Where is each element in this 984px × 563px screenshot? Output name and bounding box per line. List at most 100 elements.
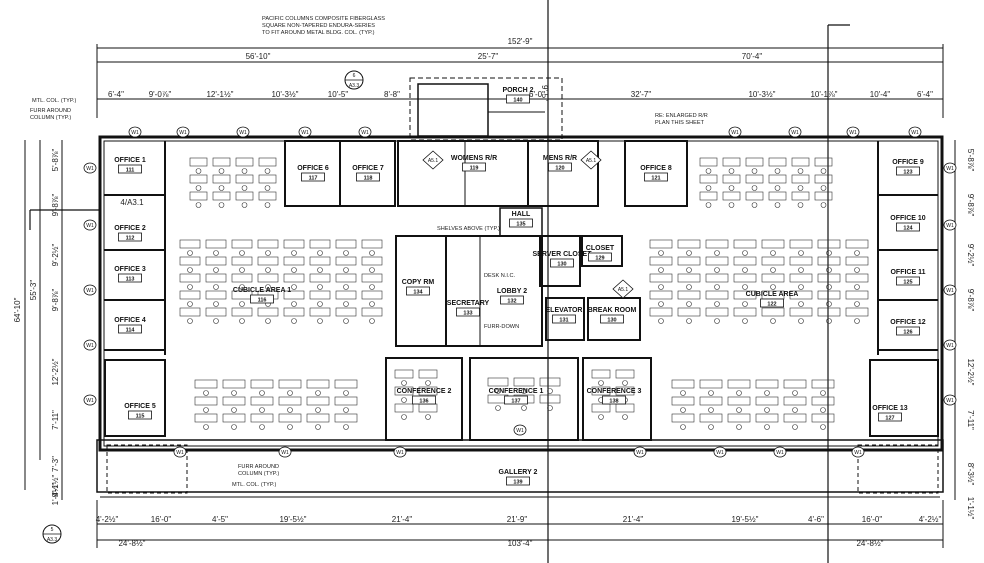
workstation	[335, 290, 357, 300]
workstation	[231, 256, 253, 266]
room-name-cubicle1: CUBICLE AREA 1	[233, 287, 291, 294]
workstation	[615, 369, 635, 379]
note-furr-bottom: COLUMN (TYP.)	[238, 471, 279, 477]
wall-type-tag	[278, 446, 292, 458]
workstation	[283, 256, 305, 266]
room-number-gallery2: 139	[513, 479, 522, 485]
workstation	[755, 379, 779, 389]
workstation	[179, 239, 201, 249]
chair	[317, 284, 323, 290]
workstation	[671, 413, 695, 423]
room-name-office6: OFFICE 6	[297, 165, 329, 172]
chair	[658, 301, 664, 307]
room-name-office3: OFFICE 3	[114, 266, 146, 273]
chair	[714, 267, 720, 273]
workstation	[235, 191, 254, 201]
chair	[187, 301, 193, 307]
room-number-box-cubicle1	[250, 294, 274, 304]
workstation	[194, 396, 218, 406]
wall-type-tag	[851, 446, 865, 458]
workstation	[727, 413, 751, 423]
room-number-box-server	[550, 258, 574, 268]
workstation	[755, 396, 779, 406]
room-number-conf3: 138	[609, 398, 618, 404]
workstation	[699, 396, 723, 406]
chair	[369, 250, 375, 256]
chair	[770, 267, 776, 273]
room-name-cubicle: CUBICLE AREA	[746, 291, 799, 298]
workstation	[722, 174, 741, 184]
chair	[315, 390, 321, 396]
dim-right: 12'-2½"	[966, 358, 975, 385]
workstation	[205, 239, 227, 249]
chair	[826, 250, 832, 256]
workstation	[278, 413, 302, 423]
room-number-box-office2	[118, 232, 142, 242]
chair	[742, 284, 748, 290]
dim-top-row: 9'-0⅞"	[149, 90, 172, 99]
workstation	[677, 273, 701, 283]
dim-top-row: 6'-4"	[108, 90, 124, 99]
dim-left: 7'-3"	[51, 456, 60, 472]
wall-type-tag	[728, 126, 742, 138]
workstation	[733, 307, 757, 317]
wall-type-tag-label: W1	[361, 130, 369, 136]
chair	[598, 380, 604, 386]
room-number-box-office8	[644, 172, 668, 182]
room-number-cubicle: 122	[767, 301, 776, 307]
dim-top-row: 10'-3½"	[271, 90, 298, 99]
workstation	[258, 157, 277, 167]
workstation	[189, 157, 208, 167]
workstation	[671, 379, 695, 389]
chair	[343, 390, 349, 396]
workstation	[649, 290, 673, 300]
workstation	[189, 191, 208, 201]
room-number-box-office5	[128, 410, 152, 420]
chair	[425, 380, 431, 386]
workstation	[755, 413, 779, 423]
room-number-box-gallery2	[506, 476, 530, 486]
workstation	[334, 413, 358, 423]
room-number-office1: 111	[126, 167, 135, 173]
note-mtl-col-top: MTL. COL. (TYP.)	[32, 98, 76, 104]
workstation	[257, 307, 279, 317]
room-number-lobby2: 132	[507, 298, 516, 304]
dim-bottom-left: 24'-8½"	[118, 539, 145, 548]
note-desk: DESK N.I.C.	[484, 273, 516, 279]
chair	[764, 424, 770, 430]
room-number-elevator: 131	[559, 317, 568, 323]
workstation	[591, 369, 611, 379]
chair	[774, 168, 781, 174]
wall-type-tag-label: W1	[791, 130, 799, 136]
chair	[797, 202, 804, 208]
wall-type-tag-label: W1	[854, 450, 862, 456]
chair	[705, 185, 712, 191]
workstation	[513, 377, 535, 387]
chair	[798, 250, 804, 256]
detail-callout-a51_elevator	[612, 279, 634, 299]
room-number-office3: 113	[126, 276, 135, 282]
chair	[213, 318, 219, 324]
workstation	[278, 396, 302, 406]
room-number-office2: 112	[126, 235, 135, 241]
workstation	[179, 290, 201, 300]
chair	[203, 390, 209, 396]
workstation	[257, 273, 279, 283]
workstation	[283, 273, 305, 283]
workstation	[309, 256, 331, 266]
workstation	[789, 307, 813, 317]
chair	[714, 250, 720, 256]
workstation	[205, 307, 227, 317]
room-name-hall: HALL	[512, 211, 531, 218]
workstation	[677, 256, 701, 266]
chair	[203, 424, 209, 430]
workstation	[727, 379, 751, 389]
workstation	[705, 256, 729, 266]
chair	[854, 284, 860, 290]
chair	[826, 267, 832, 273]
chair	[343, 284, 349, 290]
chair	[187, 284, 193, 290]
wall-type-tag	[773, 446, 787, 458]
workstation	[335, 239, 357, 249]
chair	[598, 414, 604, 420]
